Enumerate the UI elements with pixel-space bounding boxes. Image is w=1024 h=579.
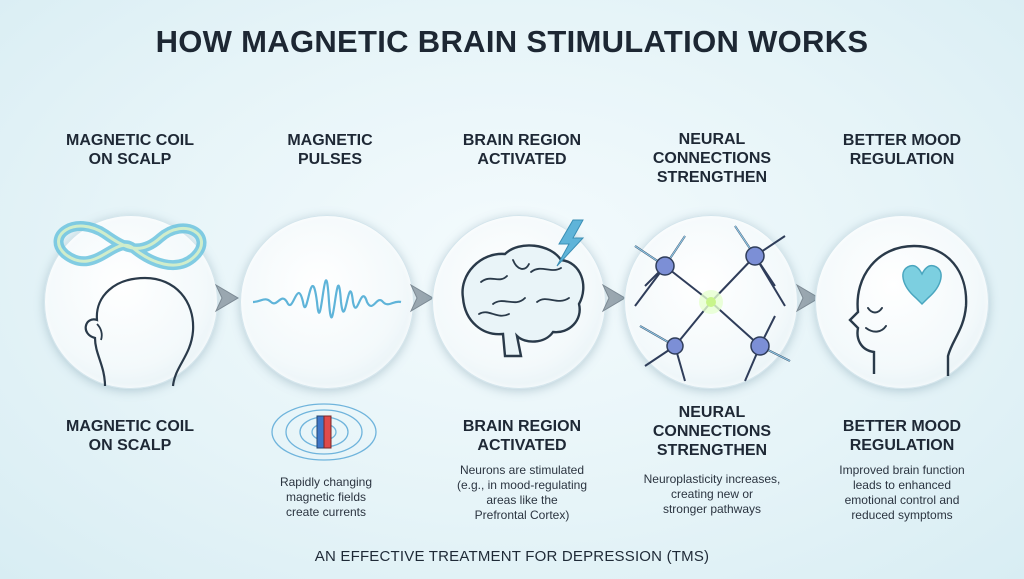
step-1-circle	[44, 215, 218, 389]
coil-head-icon	[53, 221, 207, 387]
head-heart-icon	[848, 244, 968, 376]
step-2-circle	[240, 215, 414, 389]
step-4-description: Neuroplasticity increases,creating new o…	[643, 472, 781, 516]
brain-lightning-icon	[461, 219, 585, 358]
step-3-circle	[432, 215, 606, 389]
step-3-description: Neurons are stimulated(e.g., in mood-reg…	[456, 463, 588, 522]
step-5-circle	[815, 215, 989, 389]
neurons-icon	[634, 225, 791, 382]
page-title: HOW MAGNETIC BRAIN STIMULATION WORKS	[155, 24, 869, 59]
footer-caption: AN EFFECTIVE TREATMENT FOR DEPRESSION (T…	[314, 548, 710, 565]
step-4-circle	[624, 215, 798, 389]
arrow-2-icon	[409, 283, 434, 313]
wave-pulse-icon	[252, 279, 402, 319]
arrow-3-icon	[601, 283, 626, 313]
arrow-4-icon	[795, 283, 820, 313]
arrow-1-icon	[214, 283, 239, 313]
magnet-field-icon	[271, 403, 377, 461]
